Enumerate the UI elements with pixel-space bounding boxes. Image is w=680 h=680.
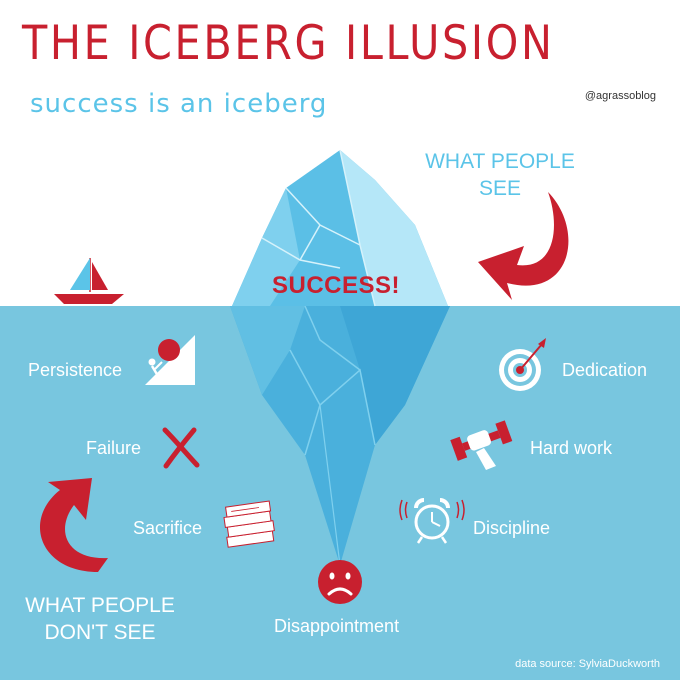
iceberg-underwater [230, 305, 450, 566]
alarm-clock-icon [399, 498, 465, 544]
iceberg-tip [232, 149, 448, 307]
success-label: SUCCESS! [272, 272, 401, 299]
arrow-up-right-icon [39, 478, 108, 572]
x-mark-icon [162, 427, 200, 469]
page-title: THE ICEBERG ILLUSION [22, 16, 555, 71]
what-people-dont-see-callout: WHAT PEOPLE DON'T SEE [10, 592, 190, 646]
label-sacrifice: Sacrifice [133, 518, 203, 538]
label-failure: Failure [86, 438, 142, 458]
data-source: data source: SylviaDuckworth [515, 658, 660, 670]
callout-below-line2: DON'T SEE [44, 621, 156, 644]
callout-above-line1: WHAT PEOPLE [425, 150, 575, 173]
page-subtitle: success is an iceberg [30, 89, 328, 119]
sad-face-icon [318, 560, 362, 604]
what-people-see-callout: WHAT PEOPLE SEE [415, 148, 585, 202]
label-hard-work: Hard work [530, 438, 613, 458]
sailboat-icon [54, 258, 124, 304]
label-discipline: Discipline [473, 518, 551, 538]
dumbbell-icon [450, 420, 513, 470]
paper-stack-icon [223, 500, 275, 548]
author-handle: @agrassoblog [584, 90, 656, 102]
callout-below-line1: WHAT PEOPLE [25, 594, 175, 617]
target-icon [499, 338, 546, 391]
label-disappointment: Disappointment [274, 616, 400, 636]
pushing-boulder-icon [145, 335, 195, 385]
callout-above-line2: SEE [478, 177, 522, 200]
arrow-down-left-icon [478, 192, 569, 300]
label-persistence: Persistence [28, 360, 123, 380]
label-dedication: Dedication [562, 360, 648, 380]
